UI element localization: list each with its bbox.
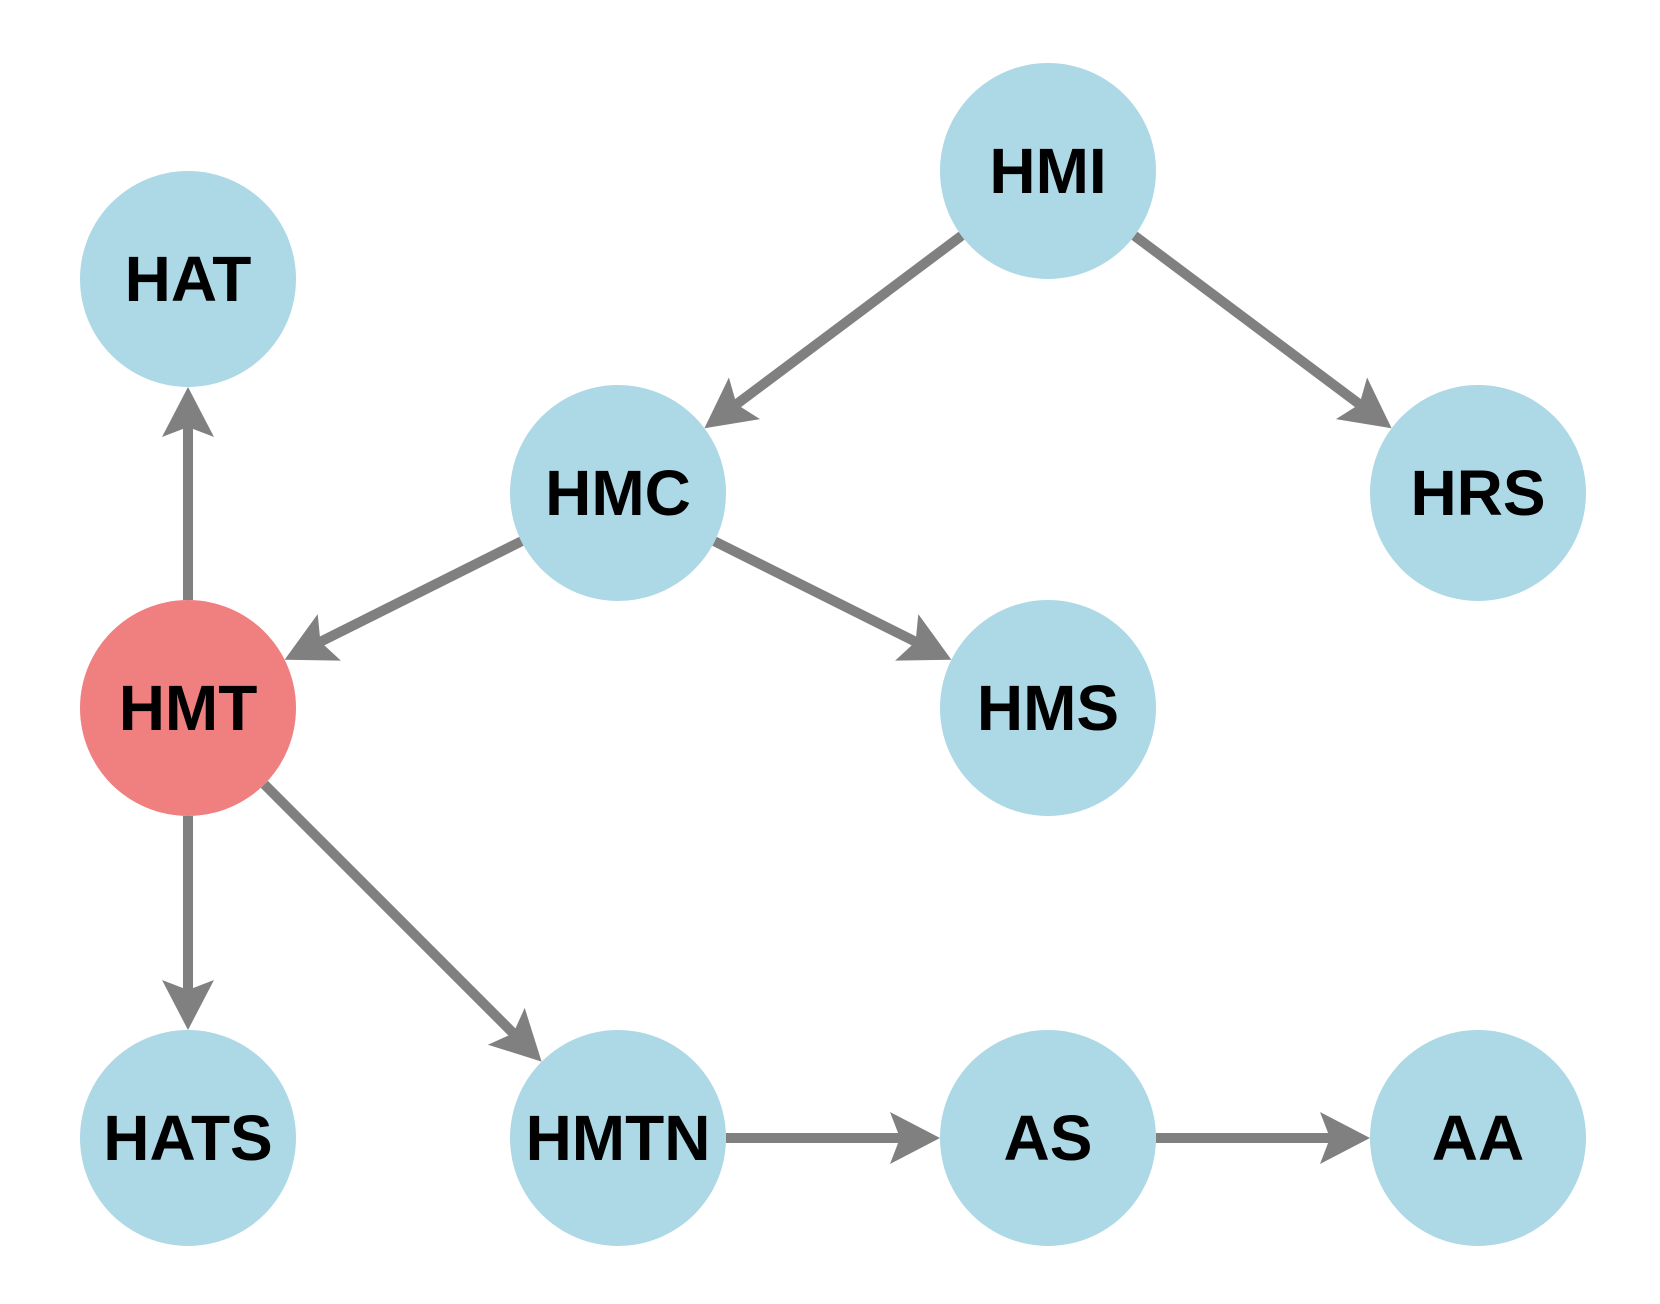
arrowhead-icon — [1335, 377, 1392, 429]
node-label: HMT — [119, 672, 258, 744]
node-circle — [510, 385, 726, 601]
node-hmt: HMT — [80, 600, 296, 816]
node-hats: HATS — [80, 1030, 296, 1246]
edge-hmt-to-hat — [162, 387, 214, 600]
arrowhead-icon — [895, 614, 952, 661]
node-circle — [1370, 1030, 1586, 1246]
arrowhead-icon — [1320, 1112, 1370, 1164]
node-label: HMI — [989, 135, 1106, 207]
node-circle — [940, 63, 1156, 279]
edge-line — [260, 780, 517, 1037]
edges-layer — [162, 231, 1392, 1164]
node-circle — [510, 1030, 726, 1246]
node-circle — [940, 600, 1156, 816]
arrowhead-icon — [284, 614, 341, 661]
node-as: AS — [940, 1030, 1156, 1246]
node-label: HATS — [103, 1102, 272, 1174]
edge-hmt-to-hats — [162, 816, 214, 1030]
nodes-layer: HMI HAT HMC HRS HMT HMS HATS HMTN AS AA — [80, 63, 1586, 1246]
edge-hmi-to-hrs — [1131, 231, 1392, 429]
node-label: HRS — [1410, 457, 1545, 529]
arrowhead-icon — [162, 387, 214, 437]
edge-line — [318, 536, 524, 647]
node-circle — [80, 171, 296, 387]
node-label: AA — [1432, 1102, 1524, 1174]
edge-hmt-to-hmtn — [260, 780, 542, 1062]
arrowhead-icon — [162, 980, 214, 1030]
edge-hmc-to-hms — [712, 536, 952, 661]
node-hrs: HRS — [1370, 385, 1586, 601]
node-hmtn: HMTN — [510, 1030, 726, 1246]
edge-line — [1131, 231, 1363, 409]
edge-line — [712, 536, 918, 647]
node-label: HAT — [125, 243, 252, 315]
node-circle — [1370, 385, 1586, 601]
node-label: HMS — [977, 672, 1119, 744]
node-label: HMTN — [526, 1102, 711, 1174]
node-label: AS — [1004, 1102, 1093, 1174]
edge-line — [733, 231, 965, 409]
node-hmi: HMI — [940, 63, 1156, 279]
edge-as-to-aa — [1156, 1112, 1370, 1164]
node-label: HMC — [545, 457, 691, 529]
arrowhead-icon — [890, 1112, 940, 1164]
node-circle — [80, 600, 296, 816]
edge-hmtn-to-as — [726, 1112, 940, 1164]
edge-hmc-to-hmt — [284, 536, 524, 661]
node-circle — [940, 1030, 1156, 1246]
node-hat: HAT — [80, 171, 296, 387]
edge-hmi-to-hmc — [704, 231, 965, 429]
node-hmc: HMC — [510, 385, 726, 601]
arrowhead-icon — [704, 377, 761, 429]
node-aa: AA — [1370, 1030, 1586, 1246]
node-circle — [80, 1030, 296, 1246]
arrowhead-icon — [487, 1007, 542, 1062]
node-hms: HMS — [940, 600, 1156, 816]
